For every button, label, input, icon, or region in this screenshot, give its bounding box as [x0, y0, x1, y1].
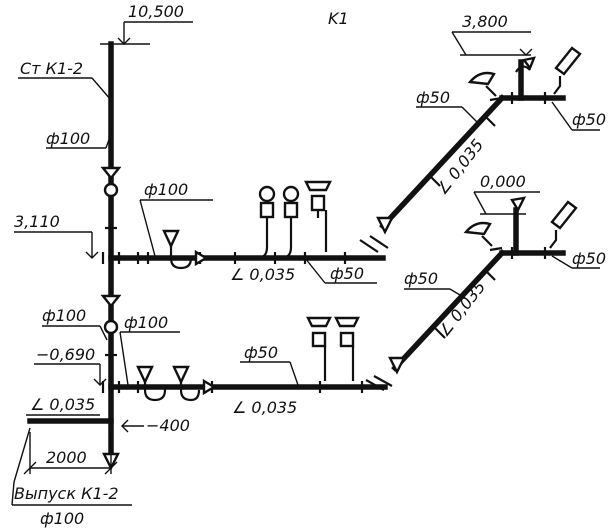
floor1-sink-icon: [334, 316, 360, 381]
floor1-sink-right-icon: [463, 221, 503, 252]
floor1-corner-trap-icon: [365, 356, 406, 391]
outlet-length: 2000: [46, 448, 87, 467]
floor1-washstand-icon: [549, 200, 578, 249]
floor2-main-slope: ∠ 0,035: [230, 265, 295, 284]
floor2-washbasin-icon: [258, 185, 276, 260]
floor2-pipe-diameter: ф50: [330, 264, 364, 283]
riser-label: Ст К1-2: [20, 59, 83, 78]
outlet-diameter: ф100: [40, 509, 84, 528]
floor2-drain-icon: [162, 229, 193, 270]
level-basement: −0,690: [36, 345, 95, 364]
floor1-drain-icon: [172, 365, 201, 402]
level-floor2: 3,110: [14, 212, 60, 231]
riser-inspection-fittings: [100, 166, 122, 335]
floor1-check-valve-icon: [202, 378, 217, 396]
floor1-branch-diameter: ф100: [124, 313, 168, 332]
floor1-right-diameter: ф50: [572, 249, 606, 268]
floor2-branch-diameter: ф100: [144, 180, 188, 199]
riser-upper-diameter: ф100: [46, 129, 90, 148]
level-top: 10,500: [128, 2, 184, 21]
floor1-diagonal-pipe: [391, 249, 506, 372]
diagram-title: K1: [328, 9, 349, 28]
level-zero-right: 0,000: [480, 172, 526, 191]
floor2-bath-icon: [515, 56, 536, 73]
floor2-right-diameter: ф50: [572, 110, 606, 129]
outlet-slope: ∠ 0,035: [30, 395, 95, 414]
leader-lines: [11, 21, 600, 506]
floor1-drain-icon: [136, 365, 167, 402]
floor2-diag-diameter: ф50: [416, 88, 450, 107]
floor2-sink-right-icon: [467, 71, 503, 102]
floor2-corner-trap-icon: [359, 216, 394, 253]
riser-lower-diameter: ф100: [42, 306, 86, 325]
floor1-sink-icon: [306, 316, 332, 381]
floor2-check-valve-icon: [194, 249, 209, 267]
floor1-pipe-diameter: ф50: [244, 343, 278, 362]
floor2-washstand-icon: [553, 46, 582, 95]
floor2-diagonal-pipe: [379, 94, 506, 230]
floor1-diag-slope: ∠ 0,035: [434, 277, 489, 340]
level-vent-right: 3,800: [462, 12, 508, 31]
outlet-label: Выпуск К1-2: [14, 484, 119, 503]
floor1-diag-diameter: ф50: [404, 269, 438, 288]
floor1-main-slope: ∠ 0,035: [232, 398, 297, 417]
floor1-bath-icon: [510, 196, 527, 213]
floor2-washbasin-icon: [282, 185, 300, 260]
floor2-sink-icon: [304, 180, 332, 252]
offset-400: −400: [146, 416, 190, 435]
